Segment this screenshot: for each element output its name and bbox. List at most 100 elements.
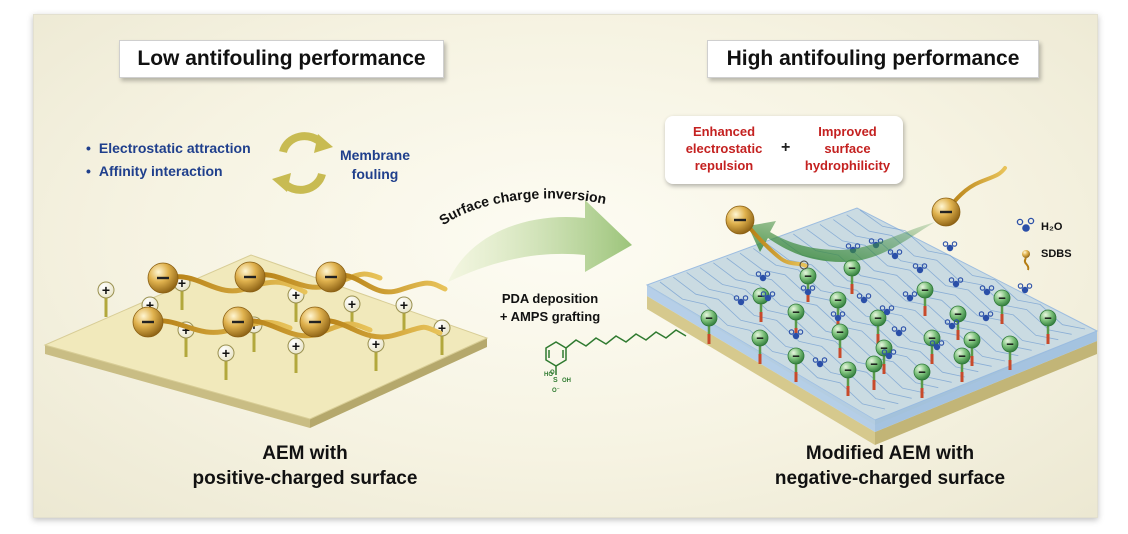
sdbs-head xyxy=(725,205,755,235)
water-icon xyxy=(978,311,994,322)
mechanism-item: •Affinity interaction xyxy=(86,163,223,179)
svg-text:+: + xyxy=(372,336,380,352)
benefit-plus: + xyxy=(781,139,791,156)
water-icon xyxy=(830,311,846,322)
water-icon xyxy=(902,291,918,302)
svg-text:−: − xyxy=(834,293,842,308)
negative-pin: − xyxy=(700,309,718,344)
repulsion-arrow xyxy=(748,221,935,262)
sdbs-head xyxy=(132,306,164,338)
right-caption: Modified AEM with negative-charged surfa… xyxy=(774,443,1006,489)
svg-text:−: − xyxy=(918,365,926,380)
water-icon xyxy=(856,293,872,304)
svg-text:−: − xyxy=(1044,311,1052,326)
negative-pin: − xyxy=(869,309,887,344)
right-title: High antifouling performance xyxy=(707,40,1039,78)
svg-text:+: + xyxy=(292,287,300,303)
left-title: Low antifouling performance xyxy=(119,40,444,78)
svg-text:−: − xyxy=(836,325,844,340)
negative-pin: − xyxy=(865,355,883,390)
water-icon xyxy=(879,305,895,316)
svg-text:−: − xyxy=(958,349,966,364)
svg-text:+: + xyxy=(222,345,230,361)
legend-sdbs-label: SDBS xyxy=(1041,248,1072,260)
water-icon xyxy=(812,357,828,368)
benefit-repulsion: Enhanced electrostatic repulsion xyxy=(685,124,763,173)
positive-pin: + xyxy=(367,335,385,371)
legend-sdbs-icon xyxy=(1022,250,1030,271)
negative-pin: − xyxy=(831,323,849,358)
negative-pin: − xyxy=(949,305,967,340)
svg-text:+: + xyxy=(400,297,408,313)
repelled-sdbs-molecules xyxy=(725,166,1007,270)
water-icon xyxy=(912,263,928,274)
negative-pin: − xyxy=(751,329,769,364)
water-icon xyxy=(929,340,945,351)
benefit-box xyxy=(665,116,903,184)
sdbs-head xyxy=(315,261,347,293)
water-icon xyxy=(733,295,749,306)
positive-pin: + xyxy=(287,337,305,373)
fouling-mechanism-list: •Electrostatic attraction •Affinity inte… xyxy=(86,137,251,183)
water-icon xyxy=(942,241,958,252)
adsorbed-sdbs-molecules xyxy=(132,261,448,340)
membrane-fouling-label: Membrane fouling xyxy=(339,147,411,182)
svg-text:−: − xyxy=(968,333,976,348)
negative-pin: − xyxy=(843,259,861,294)
water-icon xyxy=(948,277,964,288)
svg-text:O: O xyxy=(550,370,555,376)
negative-pin: − xyxy=(913,363,931,398)
svg-text:−: − xyxy=(757,289,765,304)
legend-water-label: H₂O xyxy=(1041,221,1063,233)
sdbs-structure-icon: HO S OH O O⁻ xyxy=(544,329,687,394)
svg-text:−: − xyxy=(844,363,852,378)
negative-pin: − xyxy=(839,361,857,396)
svg-text:−: − xyxy=(870,357,878,372)
water-icon xyxy=(891,326,907,337)
svg-text:−: − xyxy=(954,307,962,322)
water-icon xyxy=(800,285,816,296)
svg-text:−: − xyxy=(874,311,882,326)
svg-text:+: + xyxy=(348,296,356,312)
charge-inversion-arrow: Surface charge inversion xyxy=(436,185,632,282)
cycle-arrows-icon xyxy=(272,132,333,194)
positive-pin: + xyxy=(395,296,413,332)
negative-pin: − xyxy=(963,331,981,366)
water-icon xyxy=(979,285,995,296)
svg-text:+: + xyxy=(292,338,300,354)
negative-pin: − xyxy=(875,339,893,374)
negative-pin: − xyxy=(787,347,805,382)
svg-text:OH: OH xyxy=(562,378,571,384)
svg-text:−: − xyxy=(792,349,800,364)
svg-text:HO: HO xyxy=(544,372,553,378)
water-icon xyxy=(1017,283,1033,294)
svg-text:+: + xyxy=(102,282,110,298)
svg-text:−: − xyxy=(928,331,936,346)
water-icon xyxy=(944,319,960,330)
positive-pin: + xyxy=(97,281,115,317)
sdbs-head xyxy=(234,261,266,293)
svg-text:+: + xyxy=(146,297,154,313)
svg-text:−: − xyxy=(848,261,856,276)
svg-text:−: − xyxy=(998,291,1006,306)
negative-pin: − xyxy=(916,281,934,316)
legend-water-icon xyxy=(1016,217,1035,232)
water-icon xyxy=(755,271,771,282)
negative-pin: − xyxy=(953,347,971,382)
svg-text:O⁻: O⁻ xyxy=(552,388,560,394)
process-step-1: PDA deposition xyxy=(501,291,599,306)
svg-text:−: − xyxy=(1006,337,1014,352)
left-caption: AEM with positive-charged surface xyxy=(192,443,418,489)
sdbs-head xyxy=(299,306,331,338)
sdbs-head xyxy=(222,306,254,338)
process-steps: PDA deposition + AMPS grafting xyxy=(470,290,630,326)
negative-pin: − xyxy=(1039,309,1057,344)
svg-text:−: − xyxy=(792,305,800,320)
svg-text:S: S xyxy=(553,377,558,384)
mechanism-item: •Electrostatic attraction xyxy=(86,140,251,156)
svg-text:−: − xyxy=(705,311,713,326)
negative-pin: − xyxy=(993,289,1011,324)
svg-text:−: − xyxy=(756,331,764,346)
positive-pin: + xyxy=(217,344,235,380)
